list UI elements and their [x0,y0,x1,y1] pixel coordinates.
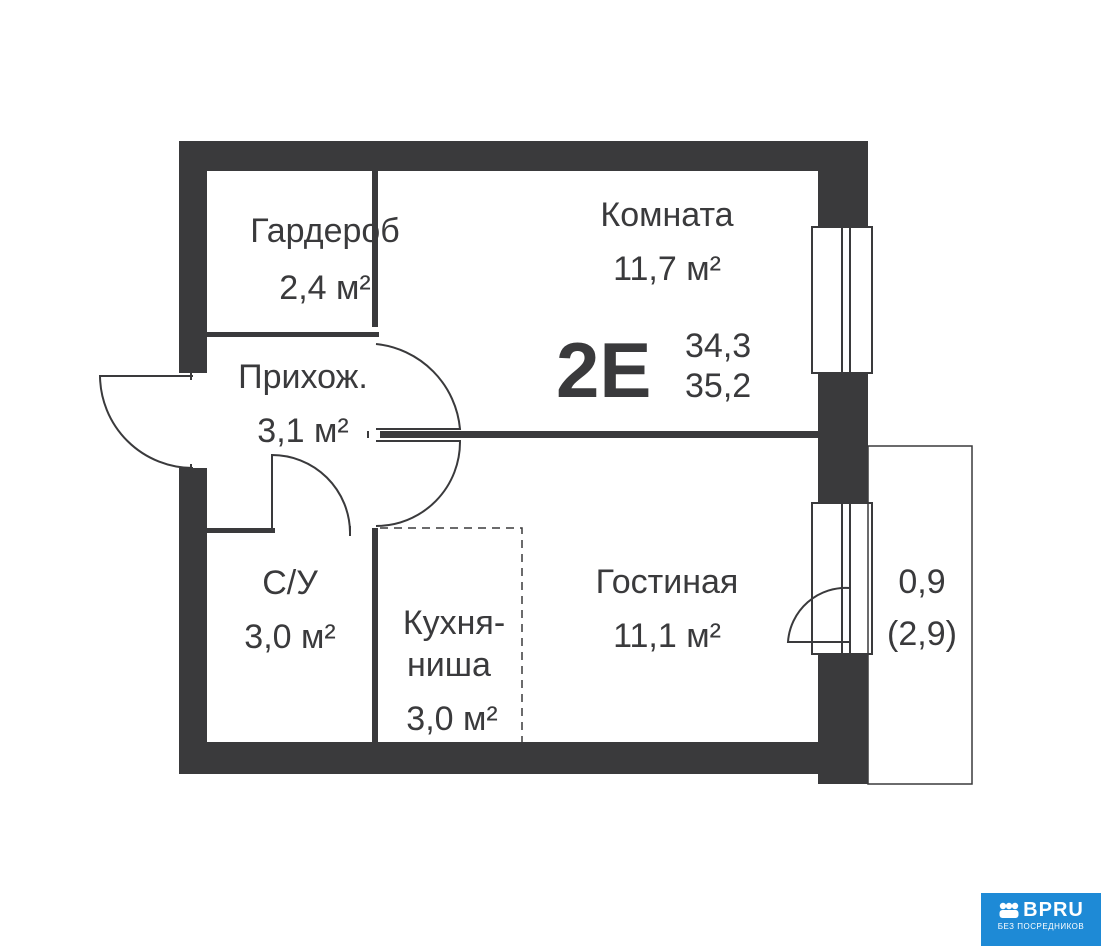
partition-wardrobe-horizontal [207,332,379,337]
room-name-bathroom: С/У [262,564,318,602]
balcony-area: 0,9 [898,563,945,601]
people-icon [999,902,1019,918]
balcony [867,445,973,785]
wall-bottom [179,742,868,774]
room-name-kitchen-line2: ниша [407,646,491,684]
room-area-kitchen: 3,0 м² [406,700,497,738]
partition-wardrobe-vertical [372,169,378,327]
doors [98,343,851,643]
balcony-area-full: (2,9) [887,615,957,653]
partition-bath-right [372,528,378,744]
room-name-hall: Прихож. [238,358,368,396]
room-name-kitchen: Кухня- [403,604,505,642]
room-name-living: Гостиная [596,563,739,601]
door-balcony [786,586,851,643]
wall-right-middle [818,373,868,503]
logo-tagline: БЕЗ ПОСРЕДНИКОВ [997,922,1085,931]
wall-left-upper [179,141,207,373]
room-name-bedroom: Комната [600,196,733,234]
bpru-logo: BPRU БЕЗ ПОСРЕДНИКОВ [981,893,1101,946]
area-total: 34,3 [685,327,751,365]
kitchen-niche-outline [380,527,523,742]
wall-top [179,141,868,171]
logo-brand: BPRU [1023,899,1084,921]
entrance-door [98,375,194,469]
door-bathroom [271,453,351,533]
area-full: 35,2 [685,367,751,405]
apartment-code: 2E [556,326,651,414]
door-wardrobe [375,343,462,430]
room-area-bedroom: 11,7 м² [613,250,721,288]
door-living [375,440,462,527]
partition-bath-top [207,528,275,533]
room-area-hall: 3,1 м² [257,412,348,450]
room-area-wardrobe: 2,4 м² [279,269,370,307]
wall-left-lower [179,468,207,774]
room-name-wardrobe: Гардероб [250,212,400,250]
wall-right-lower [818,654,868,784]
partition-rooms [380,431,818,438]
room-area-bathroom: 3,0 м² [244,618,335,656]
windows [811,226,873,655]
room-area-living: 11,1 м² [613,617,721,655]
wall-right-upper [818,141,868,227]
walls [179,141,868,784]
